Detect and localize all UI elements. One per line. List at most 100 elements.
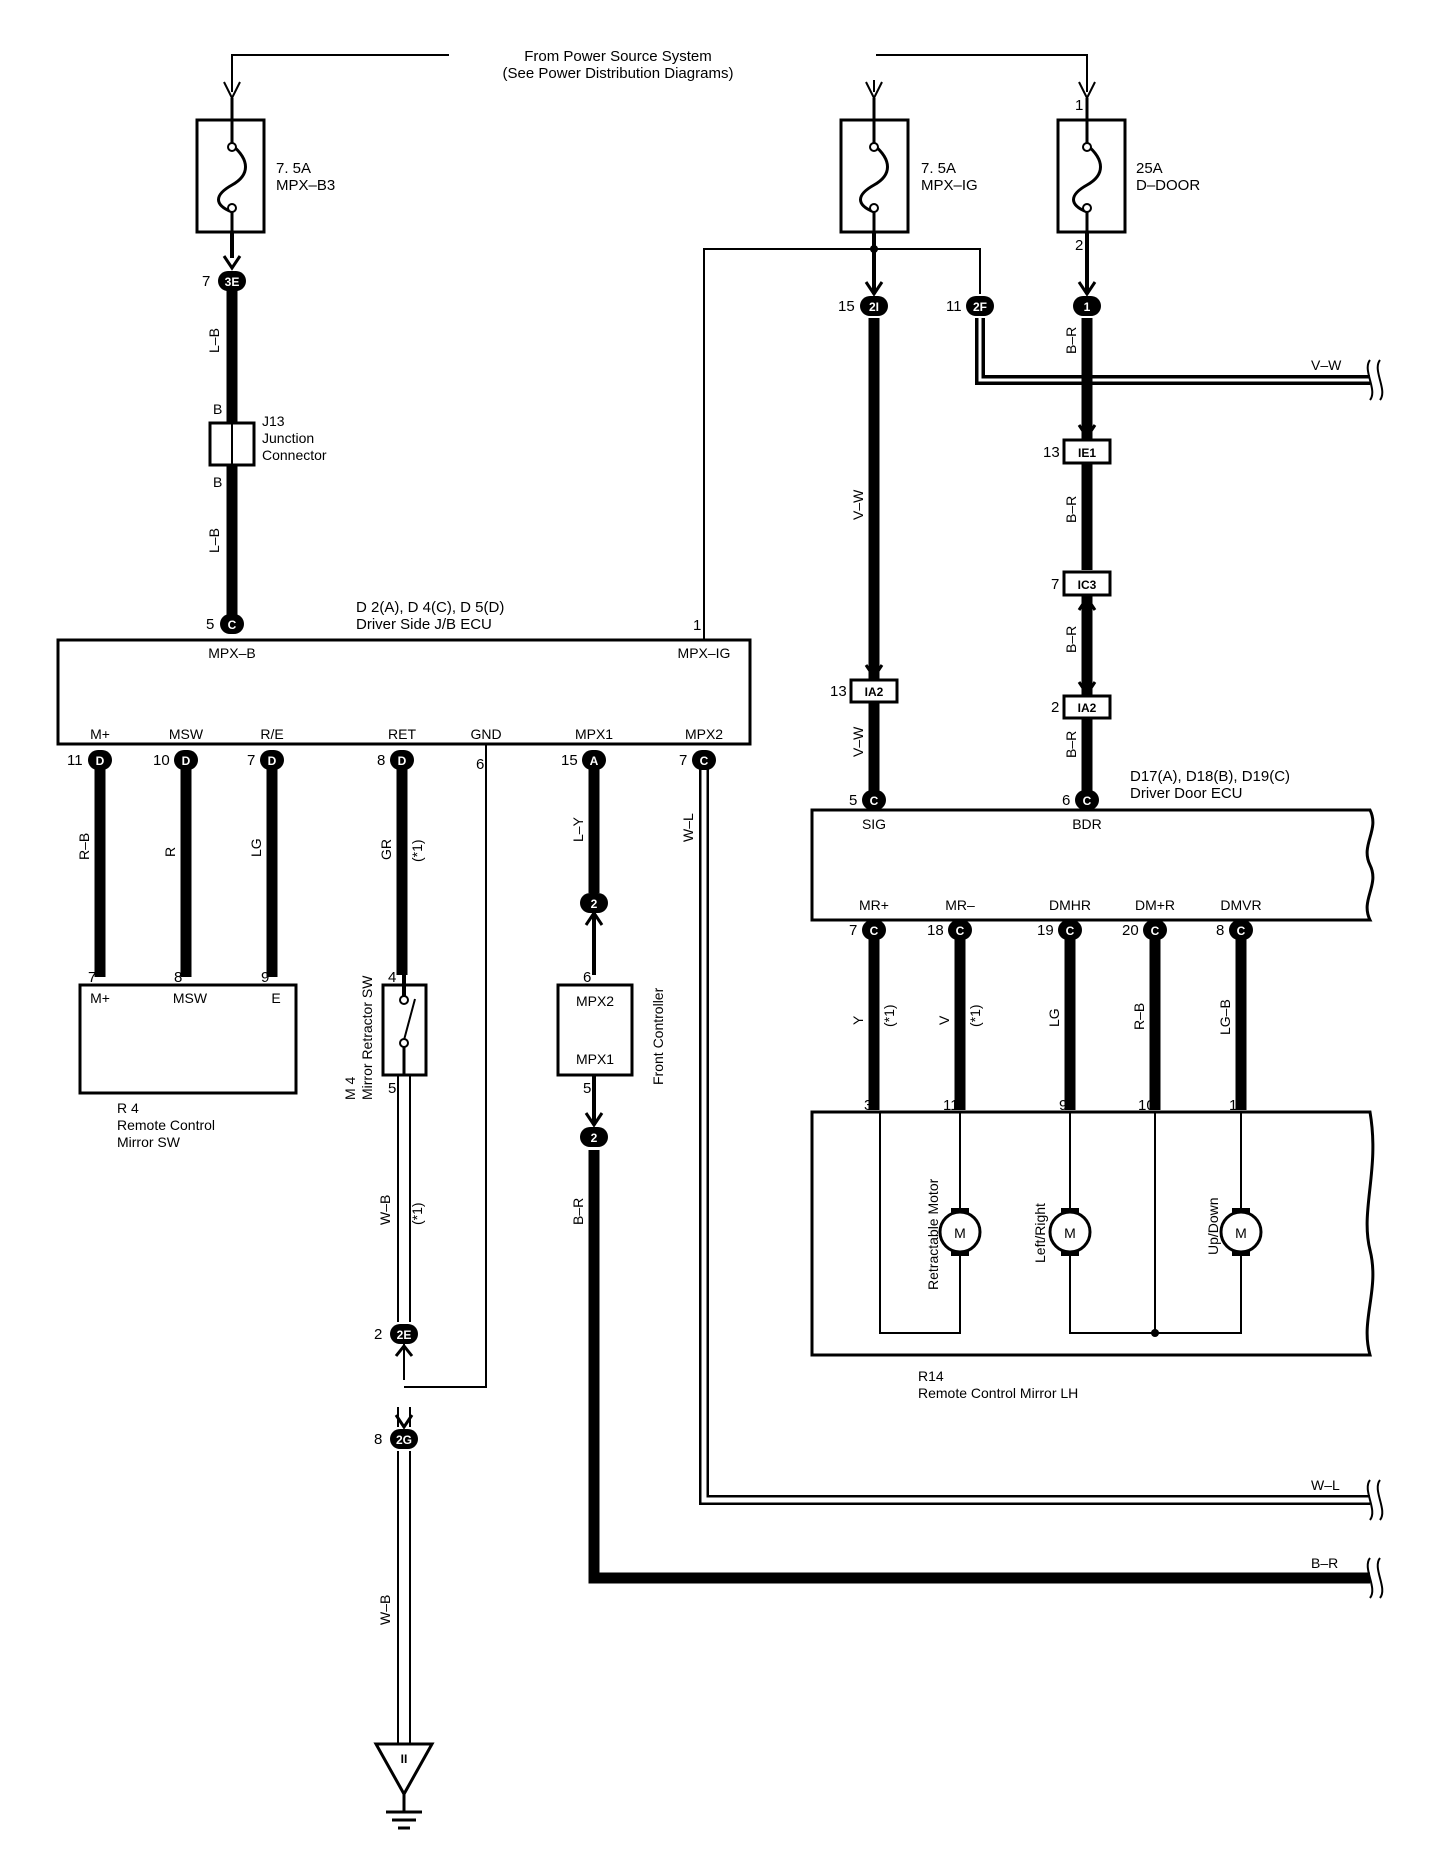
svg-text:D: D	[398, 754, 407, 768]
junction-pin-bottom: B	[213, 474, 222, 490]
wire-label: V	[936, 1015, 952, 1025]
svg-text:18: 18	[927, 922, 944, 939]
ground-symbol-icon: II	[373, 1742, 435, 1830]
front-controller: MPX2 MPX1 Front Controller 6 5	[556, 969, 666, 1097]
wire-label: LG	[248, 838, 264, 857]
sw-term: E	[271, 990, 280, 1006]
jb-term-mpxb: MPX–B	[208, 645, 255, 661]
svg-text:D: D	[182, 754, 191, 768]
wire-label: LG–B	[1217, 999, 1233, 1035]
header-line1: From Power Source System	[524, 48, 712, 65]
svg-text:2: 2	[591, 1131, 598, 1145]
jb-term: MSW	[169, 726, 204, 742]
wire-label: B–R	[1311, 1555, 1338, 1571]
svg-text:M: M	[1064, 1225, 1076, 1241]
connector-ia2-door: IA2 2	[1051, 694, 1112, 720]
door-term: MR+	[859, 897, 889, 913]
svg-text:C: C	[1237, 924, 1246, 938]
wire-label: L–Y	[570, 816, 586, 842]
sw-pin: 9	[261, 969, 269, 986]
svg-text:15: 15	[561, 752, 578, 769]
wire-label: V–W	[850, 489, 866, 520]
wire-label: Y	[850, 1015, 866, 1025]
svg-text:8: 8	[1216, 922, 1224, 939]
svg-text:2: 2	[374, 1326, 382, 1343]
front-ctrl-name: Front Controller	[650, 987, 666, 1085]
wire-label: R–B	[1131, 1003, 1147, 1030]
svg-text:C: C	[228, 618, 237, 632]
connector-1: 1	[1073, 296, 1101, 316]
svg-text:C: C	[956, 924, 965, 938]
wire-label: V–W	[1311, 357, 1342, 373]
svg-text:2I: 2I	[869, 300, 879, 314]
svg-text:11: 11	[946, 298, 962, 315]
door-term: DMHR	[1049, 897, 1091, 913]
wire-label: R	[162, 847, 178, 857]
svg-text:13: 13	[830, 683, 847, 700]
jb-ecu-codes: D 2(A), D 4(C), D 5(D)	[356, 599, 504, 616]
svg-text:M: M	[1235, 1225, 1247, 1241]
mirror-lh-name: Remote Control Mirror LH	[918, 1385, 1078, 1401]
sw-pin: 8	[174, 969, 182, 986]
fuse-mpx-b3: 7. 5A MPX–B3	[195, 98, 335, 234]
svg-text:IC3: IC3	[1078, 578, 1097, 592]
fuse-ig-name: MPX–IG	[921, 177, 978, 194]
svg-text:2: 2	[591, 897, 598, 911]
junction-pin-top: B	[213, 401, 222, 417]
door-ecu-name: Driver Door ECU	[1130, 785, 1243, 802]
connector-ia2-sig: IA2 13	[830, 678, 899, 704]
fuse-b3-amp: 7. 5A	[276, 160, 311, 177]
door-term: DM+R	[1135, 897, 1175, 913]
fuse-mpx-ig: 7. 5A MPX–IG	[839, 98, 978, 234]
door-connector-pins: C 5 C 6 C 7 C 18 C 19 C 20 C 8	[849, 790, 1253, 940]
jb-pin-gnd: 6	[476, 756, 484, 773]
connector-ie1: IE1 13	[1043, 438, 1112, 465]
motor-icon: M	[1219, 1208, 1263, 1256]
svg-text:3E: 3E	[225, 275, 240, 289]
wire-labels: L–B L–B V–W V–W V–W B–R B–R B–R B–R R–B …	[76, 327, 1342, 1625]
driver-door-ecu: D17(A), D18(B), D19(C) Driver Door ECU S…	[810, 768, 1375, 922]
svg-text:IA2: IA2	[1078, 701, 1097, 715]
svg-text:2F: 2F	[973, 300, 987, 314]
wire-label: W–L	[1311, 1477, 1340, 1493]
connector-2f: 2F 11	[946, 296, 994, 316]
svg-text:IA2: IA2	[865, 685, 884, 699]
motor-icon: M	[1048, 1208, 1092, 1256]
mirror-pin: 11	[943, 1097, 959, 1114]
sw-term: MSW	[173, 990, 208, 1006]
sw-id: R 4	[117, 1100, 139, 1116]
svg-text:2G: 2G	[396, 1433, 412, 1447]
svg-text:8: 8	[377, 752, 385, 769]
svg-text:M: M	[954, 1225, 966, 1241]
svg-text:2E: 2E	[397, 1328, 412, 1342]
fuse-door-amp: 25A	[1136, 160, 1163, 177]
door-term: DMVR	[1220, 897, 1261, 913]
jb-term: GND	[470, 726, 501, 742]
fuse-d-door: 25A D–DOOR 1 2	[1056, 97, 1200, 254]
svg-text:7: 7	[247, 752, 255, 769]
wire-label: L–B	[206, 328, 222, 353]
retractor-id: M 4	[342, 1076, 358, 1100]
mirror-pin: 3	[864, 1097, 872, 1114]
svg-text:A: A	[590, 754, 599, 768]
remote-control-mirror-lh: 3 11 9 10 1 R14 Remote Control Mirror LH…	[810, 1097, 1375, 1401]
svg-text:C: C	[1151, 924, 1160, 938]
sw-pin: 7	[88, 969, 96, 986]
jb-term-mpxig: MPX–IG	[678, 645, 731, 661]
wire-label: LG	[1046, 1008, 1062, 1027]
svg-text:D: D	[268, 754, 277, 768]
jb-term: MPX2	[685, 726, 723, 742]
svg-text:11: 11	[67, 752, 83, 769]
svg-text:2: 2	[1051, 699, 1059, 716]
fuse-door-pin-bottom: 2	[1075, 237, 1083, 254]
door-ecu-codes: D17(A), D18(B), D19(C)	[1130, 768, 1290, 785]
fuse-b3-name: MPX–B3	[276, 177, 335, 194]
mirror-pin: 10	[1138, 1097, 1155, 1114]
mirror-lh-id: R14	[918, 1368, 944, 1384]
svg-text:6: 6	[1062, 792, 1070, 809]
motor-label: Up/Down	[1205, 1197, 1221, 1255]
svg-text:II: II	[401, 1752, 408, 1766]
connector-2i: 2I 15	[838, 296, 888, 316]
wire-label: B–R	[1063, 731, 1079, 758]
